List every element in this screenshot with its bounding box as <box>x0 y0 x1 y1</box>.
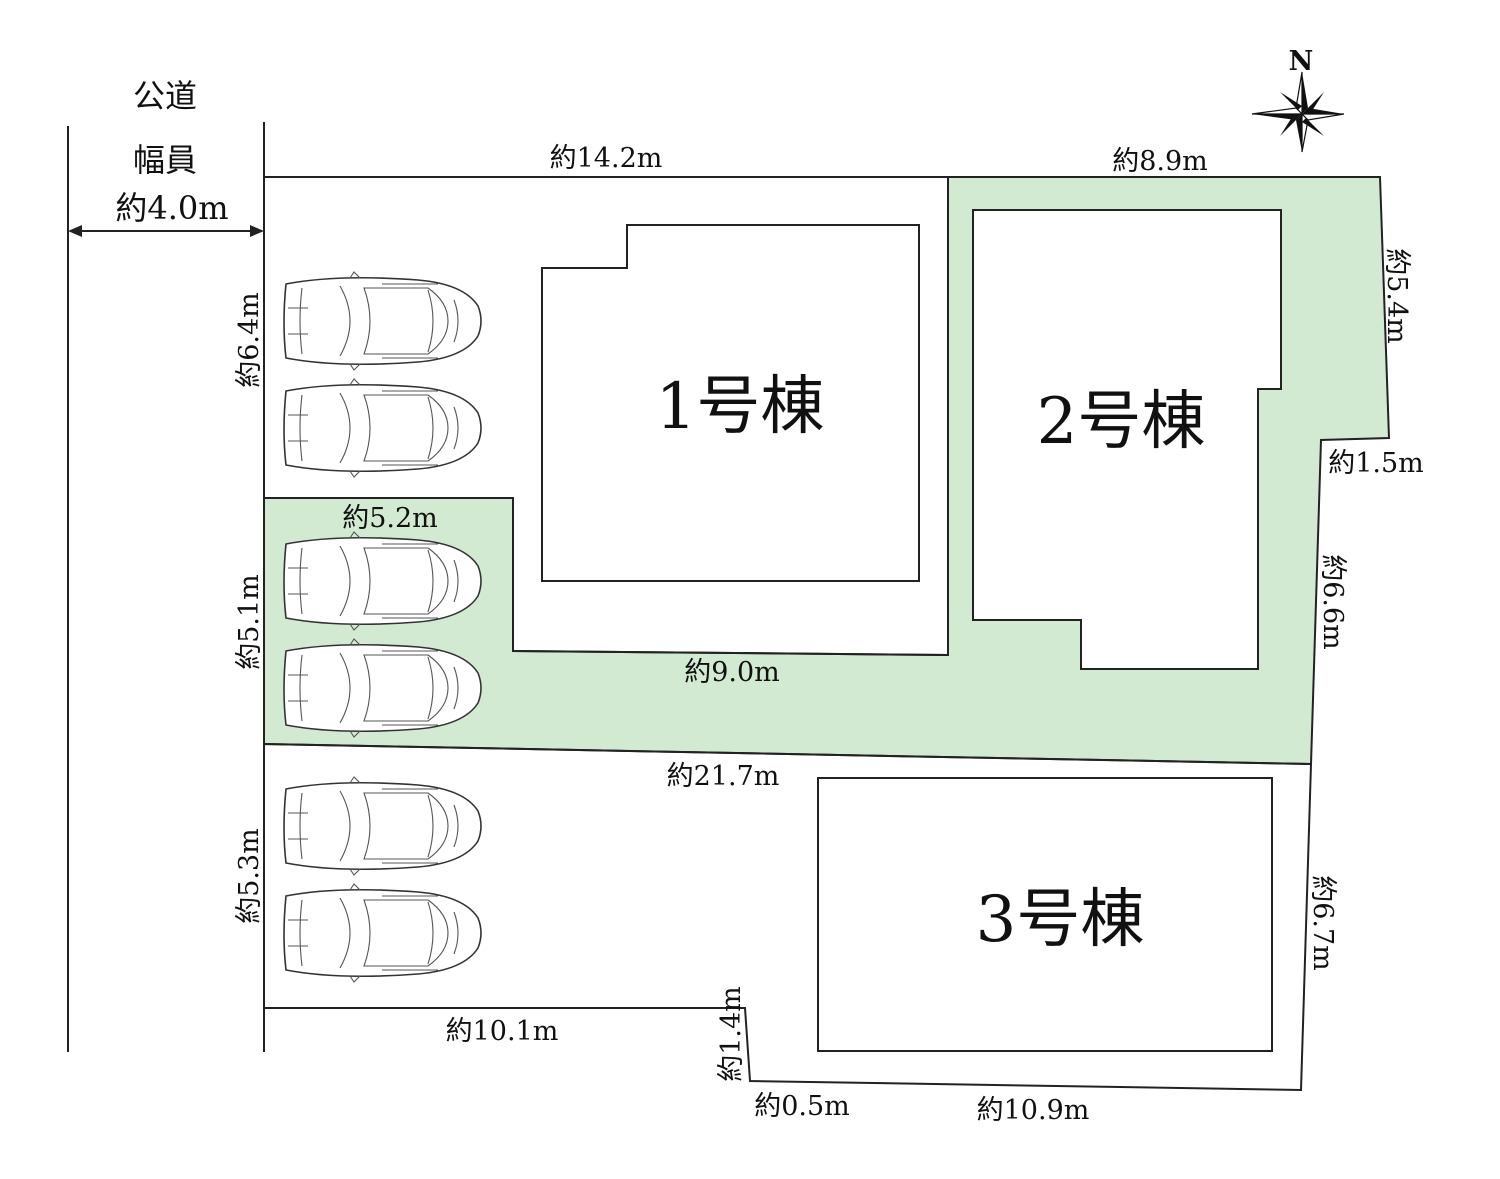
parking-car-3 <box>283 531 482 631</box>
dim-lot3-notch-height: 約1.4m <box>716 986 747 1082</box>
parking-car-1 <box>283 271 482 371</box>
parking-car-5 <box>283 776 482 876</box>
dim-lot1-left: 約6.4m <box>234 292 265 388</box>
lot-3-outline <box>263 742 1313 1092</box>
road-width-value: 約4.0m <box>115 189 228 227</box>
dim-lot3-notch-width: 約0.5m <box>754 1091 850 1122</box>
dim-lot2-inner-bottom: 約9.0m <box>684 657 780 688</box>
dim-lot2-right-upper: 約5.4m <box>1381 248 1412 344</box>
building-1-label: 1号棟 <box>656 370 825 444</box>
north-label: N <box>1289 46 1314 77</box>
dim-lot2-right-lower: 約6.6m <box>1317 554 1348 650</box>
dim-lot3-bottom-left: 約10.1m <box>446 1016 559 1047</box>
road-width-arrowhead-left <box>68 225 82 237</box>
building-3-label: 3号棟 <box>976 883 1145 957</box>
building-2-label: 2号棟 <box>1037 385 1206 459</box>
road-width-arrowhead-right <box>250 225 264 237</box>
lot-1-outline <box>263 176 949 657</box>
parking-car-2 <box>283 378 482 478</box>
dim-lot2-driveway-top: 約5.2m <box>342 503 438 534</box>
north-compass-icon <box>1251 71 1345 153</box>
building-3-footprint <box>817 777 1273 1052</box>
parking-car-4 <box>283 638 482 738</box>
parking-car-6 <box>283 883 482 983</box>
road-name: 公道 <box>133 77 197 115</box>
road-width-label: 幅員 <box>133 141 197 179</box>
building-2-footprint <box>972 209 1282 670</box>
building-1-footprint <box>541 224 920 582</box>
dim-lot3-top: 約21.7m <box>667 761 780 792</box>
dim-lot1-top: 約14.2m <box>550 143 663 174</box>
dim-lot3-left: 約5.3m <box>234 828 265 924</box>
dim-lot2-driveway-left: 約5.1m <box>234 574 265 670</box>
dim-lot2-step: 約1.5m <box>1328 448 1424 479</box>
dim-lot3-right: 約6.7m <box>1307 875 1338 971</box>
dim-lot3-bottom-right: 約10.9m <box>977 1095 1090 1126</box>
dim-lot2-top: 約8.9m <box>1112 146 1208 177</box>
